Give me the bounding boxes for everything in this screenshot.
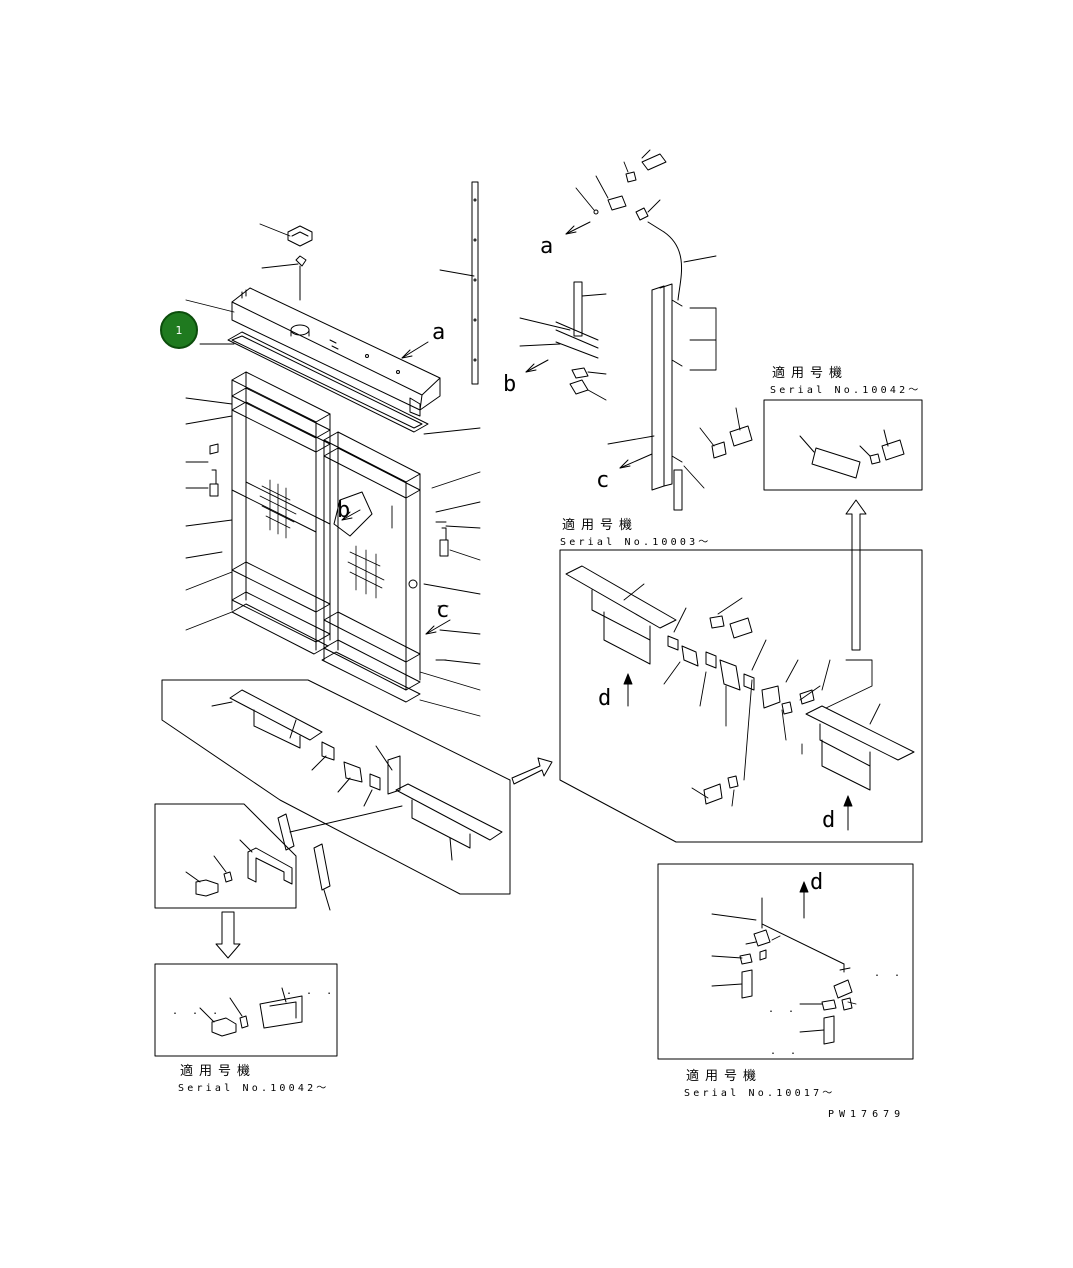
ref-arrow-d-left [623, 673, 633, 707]
side-plate [471, 181, 479, 385]
gasket-top [227, 331, 429, 433]
ref-arrow-c-detail [619, 453, 653, 469]
ref-label-d-bottom: d [810, 870, 824, 895]
hollow-arrow-down [215, 911, 241, 959]
cap-parts [287, 225, 313, 301]
ref-label-b-main: b [337, 498, 351, 523]
serial-label-bottom-left: 適用号機 [180, 1064, 257, 1079]
ref-label-d-left: d [598, 686, 612, 711]
ref-arrow-d-right [843, 795, 853, 831]
serial-box-10017 [657, 863, 914, 1060]
dots-mark-b: . . . [286, 986, 337, 997]
serial-number-middle: Serial No.10003〜 [560, 537, 712, 548]
dots-mark-d: . . [770, 1046, 801, 1057]
leader-lines-middle-right [623, 583, 881, 807]
ref-label-c-detail: c [596, 468, 610, 493]
core-frame-right [323, 431, 421, 691]
dots-mark-a: . . . [172, 1006, 223, 1017]
part-callout-1[interactable]: 1 [160, 311, 198, 349]
serial-number-bottom-left: Serial No.10042〜 [178, 1083, 330, 1094]
ref-arrow-c-main [425, 619, 451, 635]
lower-detail-outline [161, 679, 511, 895]
serial-number-top-right: Serial No.10042〜 [770, 385, 922, 396]
serial-box-10042-top [763, 399, 923, 491]
leader-lines-main [185, 223, 481, 717]
serial-box-10003 [559, 549, 923, 843]
serial-label-bottom-right: 適用号機 [686, 1069, 763, 1084]
top-right-parts [555, 153, 753, 511]
ref-label-a-detail: a [540, 234, 554, 259]
left-bottom-box [154, 963, 338, 1057]
dots-mark-e: . . [768, 1004, 799, 1015]
ref-arrow-d-bottom [799, 881, 809, 919]
drawing-code: PW17679 [828, 1109, 906, 1120]
serial-number-bottom-right: Serial No.10017〜 [684, 1088, 836, 1099]
ref-arrow-b-detail [525, 359, 549, 373]
radiator-upper-tank [231, 287, 441, 417]
leader-lines-bottom-right [711, 913, 857, 1033]
lower-gaskets [231, 603, 421, 703]
ref-label-c-main: c [436, 598, 450, 623]
leader-lines-top-right [519, 149, 741, 489]
serial-label-top-right: 適用号機 [772, 366, 849, 381]
ref-label-a-main: a [432, 320, 446, 345]
core-frame-left [231, 371, 331, 651]
dots-mark-c: . . [874, 968, 905, 979]
hollow-arrow-right [511, 757, 553, 785]
bottom-right-parts [739, 897, 853, 1045]
left-detail-box [154, 803, 297, 909]
hollow-arrow-up [845, 499, 867, 651]
serial-label-middle: 適用号機 [562, 518, 639, 533]
middle-right-parts [565, 565, 915, 805]
ref-arrow-b-main [341, 509, 361, 521]
ref-arrow-a-detail [565, 221, 591, 235]
ref-arrow-a-main [401, 341, 429, 359]
part-callout-label: 1 [175, 323, 183, 337]
side-fasteners [209, 443, 449, 661]
ref-label-d-right: d [822, 808, 836, 833]
lower-detail-parts [211, 689, 503, 911]
ref-label-b-detail: b [503, 372, 517, 397]
